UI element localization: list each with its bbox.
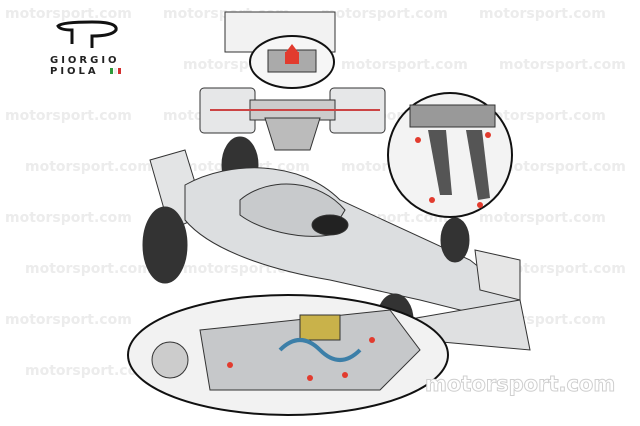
inset-circle-front-suspension xyxy=(387,92,513,218)
italian-flag-icon xyxy=(110,68,122,74)
motorsport-watermark-large: motorsport.com xyxy=(424,372,616,397)
giorgio-piola-logo xyxy=(44,18,124,52)
inset-circle-rear-wing xyxy=(249,35,335,89)
rear-view-drawing xyxy=(199,11,386,151)
inset-ellipse-power-unit xyxy=(127,294,449,416)
logo-line-2: PIOLA xyxy=(50,66,99,77)
gp-logo-mark-icon xyxy=(56,20,118,48)
logo-line-1: GIORGIO xyxy=(50,55,120,66)
